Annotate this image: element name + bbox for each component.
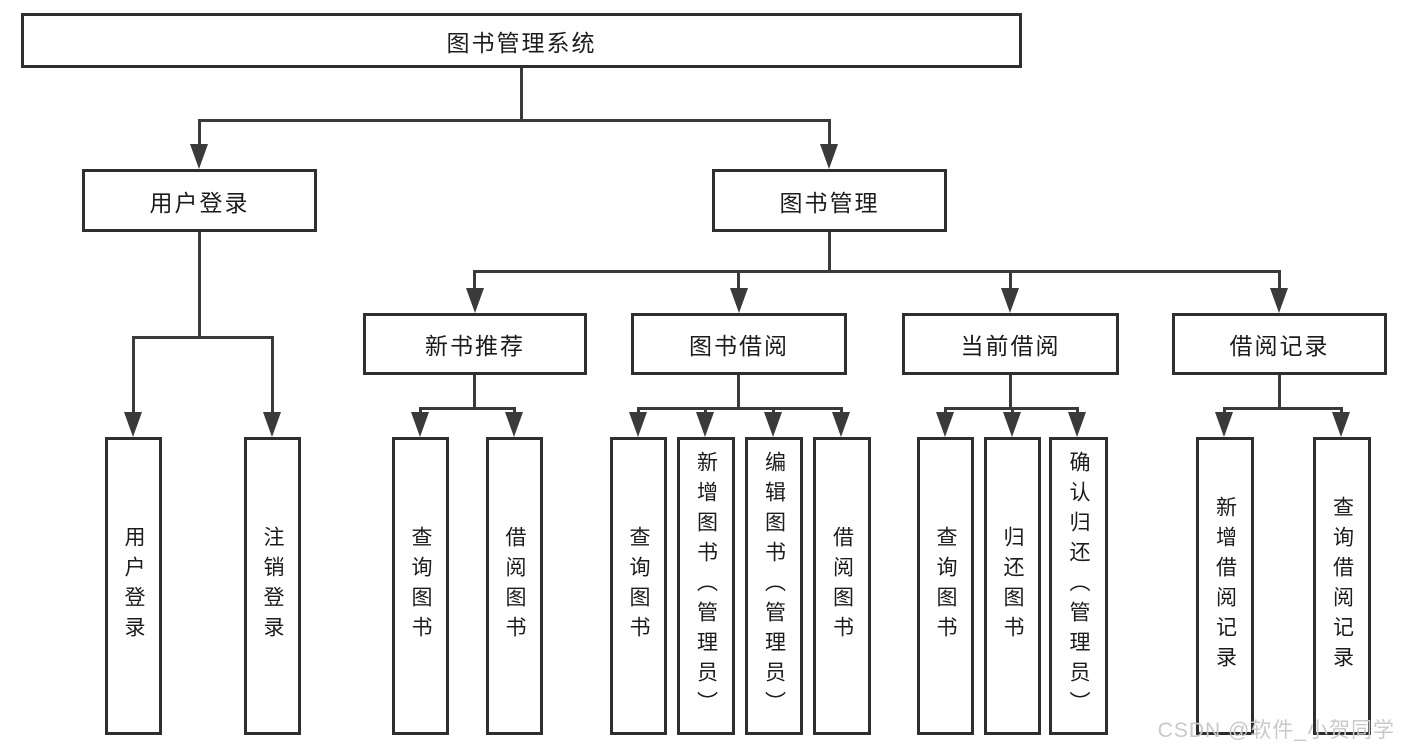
- connector-line: [513, 407, 516, 416]
- arrowhead-icon: [1001, 288, 1019, 313]
- connector-line: [637, 407, 843, 410]
- leaf-label: 新增借阅记录: [1213, 496, 1237, 676]
- connector-line: [1009, 375, 1012, 410]
- arrowhead-icon: [1068, 412, 1086, 437]
- arrowhead-icon: [820, 144, 838, 169]
- node-new-book-recommend-label: 新书推荐: [425, 333, 525, 359]
- connector-line: [198, 119, 201, 149]
- connector-line: [1011, 407, 1014, 416]
- leaf-user-login: 用户登录: [105, 437, 162, 735]
- connector-line: [198, 119, 831, 122]
- connector-line: [473, 270, 476, 292]
- leaf-label: 编辑图书（管理员）: [762, 451, 786, 721]
- connector-line: [1076, 407, 1079, 416]
- leaf-query-books-recommend: 查询图书: [392, 437, 449, 735]
- leaf-confirm-return-admin: 确认归还（管理员）: [1049, 437, 1108, 735]
- watermark: CSDN @软件_小贺同学: [1157, 719, 1395, 742]
- arrowhead-icon: [466, 288, 484, 313]
- node-borrow-records-label: 借阅记录: [1229, 333, 1330, 359]
- connector-line: [132, 336, 274, 339]
- connector-line: [828, 232, 831, 273]
- connector-line: [1223, 407, 1226, 416]
- leaf-label: 借阅图书: [503, 526, 526, 646]
- node-book-borrow: 图书借阅: [631, 313, 847, 375]
- arrowhead-icon: [1332, 412, 1350, 437]
- node-borrow-records: 借阅记录: [1172, 313, 1387, 375]
- leaf-label: 查询图书: [934, 526, 957, 646]
- node-root-label: 图书管理系统: [446, 29, 597, 56]
- arrowhead-icon: [124, 412, 142, 437]
- leaf-label: 确认归还（管理员）: [1067, 451, 1090, 721]
- connector-line: [1009, 270, 1012, 292]
- node-book-management-label: 图书管理: [779, 189, 880, 216]
- leaf-add-books-admin: 新增图书（管理员）: [677, 437, 735, 735]
- connector-line: [704, 407, 707, 416]
- leaf-query-borrow-record: 查询借阅记录: [1313, 437, 1371, 735]
- arrowhead-icon: [1215, 412, 1233, 437]
- connector-line: [1278, 270, 1281, 292]
- connector-line: [737, 270, 740, 292]
- node-user-login-label: 用户登录: [149, 189, 250, 216]
- connector-line: [772, 407, 775, 416]
- leaf-add-borrow-record: 新增借阅记录: [1196, 437, 1254, 735]
- arrowhead-icon: [832, 412, 850, 437]
- connector-line: [737, 375, 740, 410]
- leaf-borrow-books: 借阅图书: [813, 437, 871, 735]
- node-root: 图书管理系统: [21, 13, 1022, 68]
- connector-line: [198, 232, 201, 339]
- connector-line: [473, 375, 476, 410]
- node-new-book-recommend: 新书推荐: [363, 313, 587, 375]
- leaf-logout: 注销登录: [244, 437, 301, 735]
- arrowhead-icon: [730, 288, 748, 313]
- connector-line: [840, 407, 843, 416]
- connector-line: [944, 407, 947, 416]
- arrowhead-icon: [505, 412, 523, 437]
- node-book-borrow-label: 图书借阅: [689, 333, 789, 359]
- arrowhead-icon: [190, 144, 208, 169]
- connector-line: [1223, 407, 1343, 410]
- connector-line: [520, 68, 523, 122]
- leaf-label: 借阅图书: [830, 526, 854, 646]
- leaf-label: 用户登录: [122, 526, 145, 646]
- leaf-label: 查询图书: [627, 526, 650, 646]
- arrowhead-icon: [696, 412, 714, 437]
- connector-line: [132, 336, 135, 416]
- connector-line: [419, 407, 516, 410]
- connector-line: [1340, 407, 1343, 416]
- node-book-management: 图书管理: [712, 169, 947, 232]
- node-user-login: 用户登录: [82, 169, 317, 232]
- connector-line: [271, 336, 274, 416]
- leaf-label: 新增图书（管理员）: [694, 451, 718, 721]
- leaf-query-books-current: 查询图书: [917, 437, 974, 735]
- arrowhead-icon: [764, 412, 782, 437]
- connector-line: [473, 270, 1281, 273]
- arrowhead-icon: [1003, 412, 1021, 437]
- leaf-return-books: 归还图书: [984, 437, 1041, 735]
- leaf-label: 查询图书: [409, 526, 432, 646]
- connector-line: [637, 407, 640, 416]
- arrowhead-icon: [629, 412, 647, 437]
- leaf-edit-books-admin: 编辑图书（管理员）: [745, 437, 803, 735]
- connector-line: [1278, 375, 1281, 410]
- arrowhead-icon: [936, 412, 954, 437]
- arrowhead-icon: [411, 412, 429, 437]
- node-current-borrow: 当前借阅: [902, 313, 1119, 375]
- leaf-query-books-borrow: 查询图书: [610, 437, 667, 735]
- node-current-borrow-label: 当前借阅: [960, 333, 1061, 359]
- connector-line: [828, 119, 831, 149]
- leaf-label: 注销登录: [261, 526, 284, 646]
- leaf-borrow-books-recommend: 借阅图书: [486, 437, 543, 735]
- leaf-label: 归还图书: [1001, 526, 1024, 646]
- arrowhead-icon: [1270, 288, 1288, 313]
- arrowhead-icon: [263, 412, 281, 437]
- leaf-label: 查询借阅记录: [1330, 496, 1354, 676]
- connector-line: [419, 407, 422, 416]
